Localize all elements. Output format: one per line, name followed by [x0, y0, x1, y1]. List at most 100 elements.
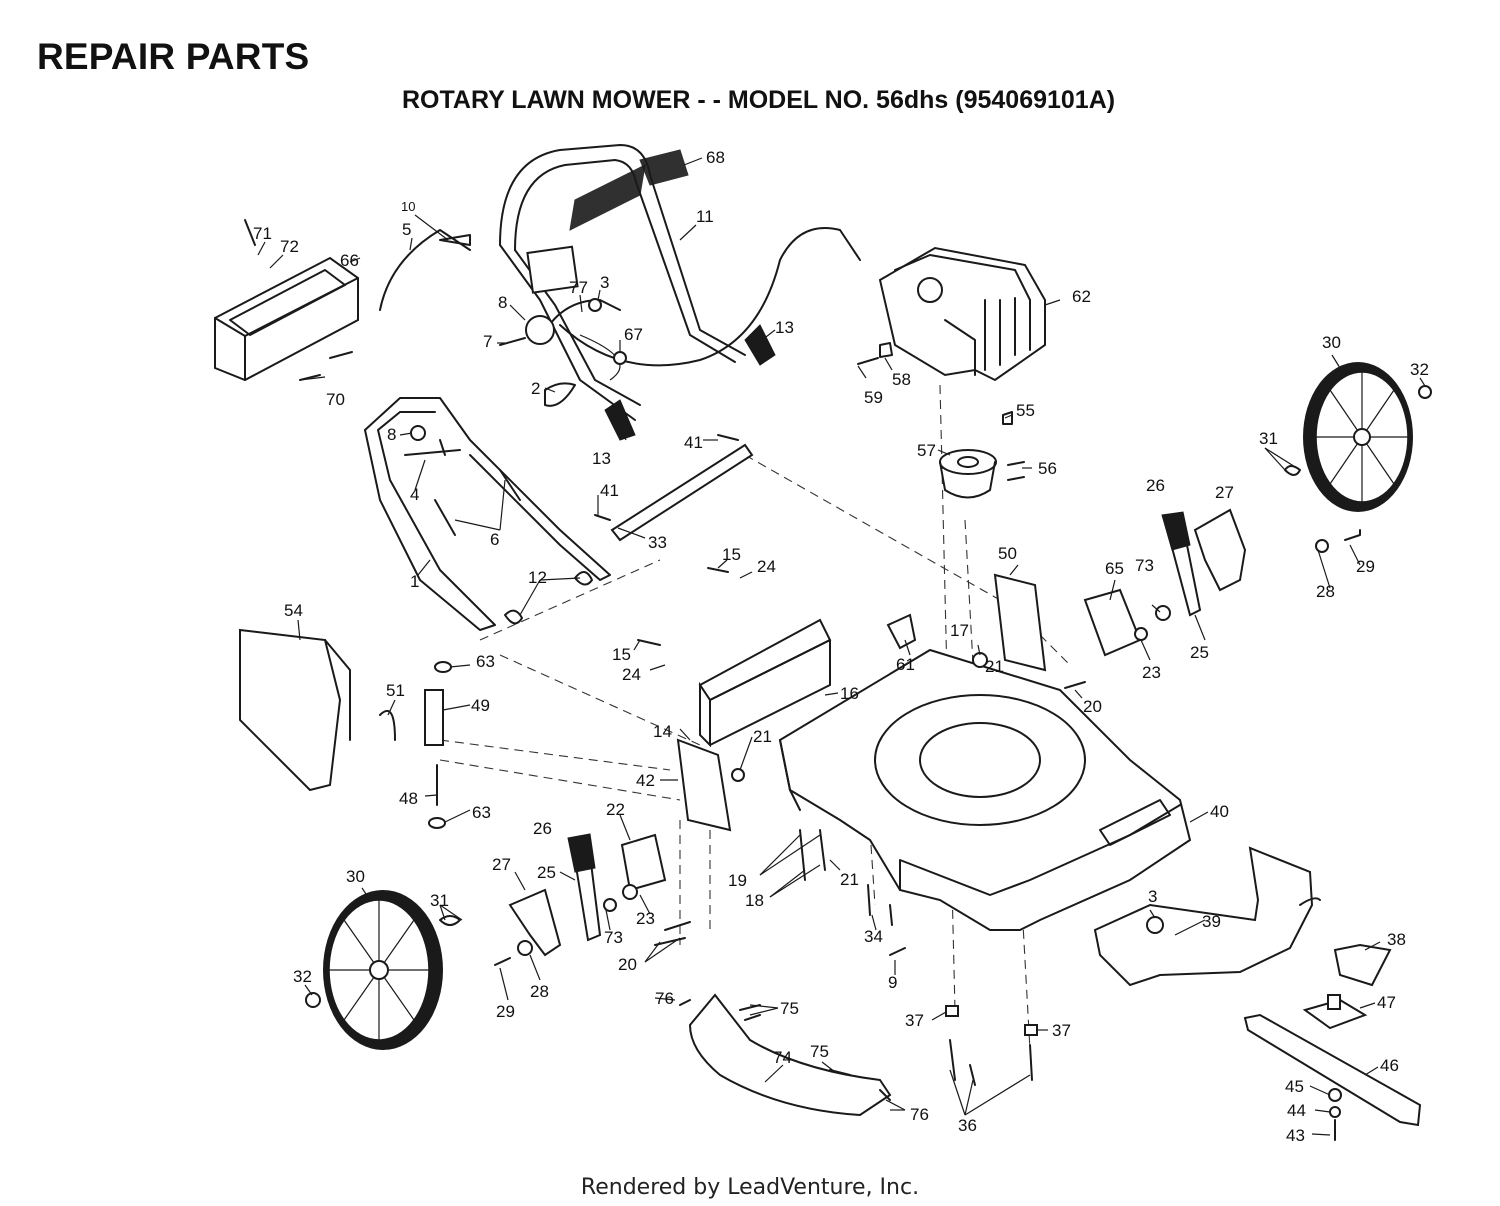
- blade-adapter: [1333, 943, 1392, 987]
- callout-front-skirt: 74: [773, 1048, 792, 1067]
- callout-washer: 73: [604, 928, 623, 947]
- cable-tie-clip: [544, 382, 576, 407]
- axle-bracket: [508, 508, 1247, 957]
- rear-baffle: [698, 618, 832, 748]
- callout-side-plate: 50: [998, 544, 1017, 563]
- page-title: REPAIR PARTS: [37, 36, 310, 77]
- callout-bracket: 16: [840, 684, 859, 703]
- pulley: [939, 449, 997, 499]
- callout-bracket: 49: [471, 696, 490, 715]
- callout-engine: 62: [1072, 287, 1091, 306]
- callout-spacer: 37: [905, 1011, 924, 1030]
- callout-washer: 72: [280, 237, 299, 256]
- callout-bolts: 18: [745, 891, 764, 910]
- front-skirt: [688, 993, 892, 1117]
- callout-lever-grip: 26: [1146, 476, 1165, 495]
- front-wheel: [323, 890, 443, 1050]
- warning-label: [526, 245, 579, 294]
- callout-handle-clips: 12: [528, 568, 547, 587]
- callout-axle-bracket: 27: [492, 855, 511, 874]
- callout-nut: 21: [753, 727, 772, 746]
- callout-handle-knob: 8: [387, 425, 396, 444]
- handle-clips: [504, 571, 593, 625]
- callout-screw: 59: [864, 388, 883, 407]
- callout-washer: 28: [530, 982, 549, 1001]
- callout-rear-wheel: 30: [1322, 333, 1341, 352]
- rear-wheel: [1303, 362, 1413, 512]
- callout-screws: 75: [810, 1042, 829, 1061]
- callout-clamp: 58: [892, 370, 911, 389]
- callout-grass-chute: 66: [340, 251, 359, 270]
- lever-grip: [567, 511, 1191, 873]
- callout-spring: 51: [386, 681, 405, 700]
- height-adjuster-plate: [620, 588, 1142, 892]
- callout-key: 55: [1016, 401, 1035, 420]
- callout-upper-handle: 11: [696, 207, 714, 226]
- callout-height-lever: 25: [1190, 643, 1209, 662]
- engine: [878, 246, 1046, 382]
- hardware: [244, 219, 1432, 1141]
- callout-bolt: 9: [888, 973, 897, 992]
- callout-control-cable: 5: [402, 220, 411, 239]
- callout-side-plate: 42: [636, 771, 655, 790]
- callout-lever-grip: 26: [533, 819, 552, 838]
- callout-bolt: 7: [483, 332, 492, 351]
- handle-knob: [410, 315, 555, 441]
- callout-set-screws: 56: [1038, 459, 1057, 478]
- callout-cable-guide: 77: [569, 278, 588, 297]
- callout-bolts: 70: [326, 390, 345, 409]
- callout-nut: 3: [600, 273, 609, 292]
- callout-rear-baffle: 14: [653, 722, 672, 741]
- callout-nut: 3: [1148, 887, 1157, 906]
- grass-chute: [214, 256, 359, 382]
- label: [886, 613, 917, 650]
- callout-bolt: 71: [253, 224, 272, 243]
- callout-blade-adapter: 38: [1387, 930, 1406, 949]
- callout-axle-rod: 33: [648, 533, 667, 552]
- model-title: ROTARY LAWN MOWER - - MODEL NO. 56dhs (9…: [402, 86, 1116, 114]
- callout-bolt: 41: [684, 433, 703, 452]
- callout-nut: 67: [624, 325, 643, 344]
- mower-deck: [778, 648, 1192, 931]
- callout-rear-flap: 54: [284, 601, 303, 620]
- callout-handle-knob: 8: [498, 293, 507, 312]
- callout-lower-handle: 1: [410, 572, 419, 591]
- callout-height-adjuster-plate: 22: [606, 800, 625, 819]
- callout-wheel-nut: 32: [293, 967, 312, 986]
- callout-washer: 28: [1316, 582, 1335, 601]
- callout-nut: 17: [950, 621, 969, 640]
- rear-flap: [239, 628, 351, 792]
- lower-handle: [364, 397, 611, 631]
- blade-hub: [1302, 994, 1368, 1030]
- callout-washer: 45: [1285, 1077, 1304, 1096]
- callout-wheel-nut: 32: [1410, 360, 1429, 379]
- callout-blade-hub: 47: [1377, 993, 1396, 1012]
- callout-bolt: 41: [600, 481, 619, 500]
- callouts: 1 2 3 3 4 5 6 7 8 8 9 10 11 12 13 13 14 …: [253, 148, 1429, 1145]
- callout-cable-tie-clip: 2: [531, 379, 540, 398]
- handle-grip: [569, 149, 689, 231]
- footer-credit: Rendered by LeadVenture, Inc.: [580, 1175, 920, 1200]
- callout-bushing: 63: [476, 652, 495, 671]
- callout-washer: 23: [636, 909, 655, 928]
- callout-height-lever: 25: [537, 863, 556, 882]
- side-plate: [676, 573, 1047, 832]
- callout-nuts: 76: [910, 1105, 929, 1124]
- callout-pulley: 57: [917, 441, 936, 460]
- callout-screw: 15: [612, 645, 631, 664]
- callout-bolt: 29: [1356, 557, 1375, 576]
- callout-bolts: 20: [618, 955, 637, 974]
- callout-screws: 75: [780, 999, 799, 1018]
- callout-handle-bolts: 6: [490, 530, 499, 549]
- callout-washer: 73: [1135, 556, 1154, 575]
- callout-screw: 15: [722, 545, 741, 564]
- wing-knob: [604, 324, 776, 441]
- callout-axle-bracket: 27: [1215, 483, 1234, 502]
- side-skirt: [1093, 846, 1314, 987]
- callout-bushing: 63: [472, 803, 491, 822]
- callout-washers: 31: [430, 891, 449, 910]
- callout-spacer: 37: [1052, 1021, 1071, 1040]
- callout-blade: 46: [1380, 1056, 1399, 1075]
- callout-cable: 10: [401, 199, 415, 214]
